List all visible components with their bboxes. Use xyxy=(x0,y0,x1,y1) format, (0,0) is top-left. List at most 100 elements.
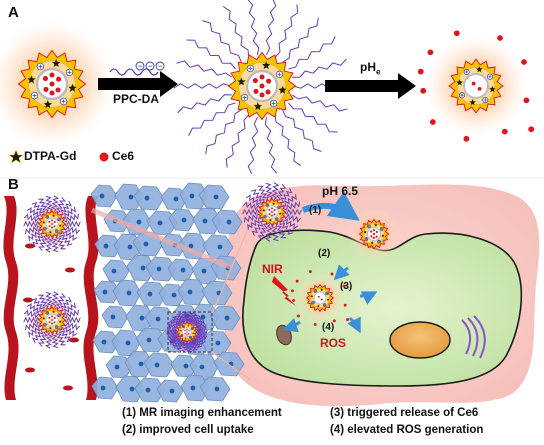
cell-nucleus-mark xyxy=(146,337,152,343)
peg-chain xyxy=(247,0,260,55)
peg-chain xyxy=(59,233,73,247)
cell-nucleus-mark xyxy=(100,385,106,391)
peg-chain xyxy=(250,189,265,203)
cell-nucleus-mark xyxy=(136,219,142,225)
released-ce6-mark xyxy=(453,30,460,37)
rbc-mark xyxy=(23,297,33,303)
peg-chain xyxy=(23,309,41,319)
ph-label: pH 6.5 xyxy=(322,184,359,198)
tumor-tissue xyxy=(90,182,245,403)
gd-star-mark xyxy=(369,240,375,246)
cell-nucleus-mark xyxy=(200,314,206,320)
ce6-mark xyxy=(270,214,274,217)
ce6-mark xyxy=(372,232,376,236)
cell-nucleus-mark xyxy=(224,315,230,321)
nir-label: NIR xyxy=(262,262,283,276)
gd-star-mark xyxy=(373,222,379,228)
peg-chain xyxy=(25,225,41,235)
ce6-mark xyxy=(53,321,56,324)
ce6-mark xyxy=(252,78,258,84)
vessel-wall-left xyxy=(3,196,19,400)
peg-chain xyxy=(63,213,79,223)
rbc-mark xyxy=(63,385,73,391)
step-3-label: (3) xyxy=(340,281,353,292)
peg-chain xyxy=(257,223,269,241)
peg-chain xyxy=(31,201,45,215)
release-arrows xyxy=(282,264,378,334)
peg-chain xyxy=(257,185,269,201)
ce6-mark xyxy=(273,209,276,212)
gd-star-mark xyxy=(309,293,315,299)
peg-chain xyxy=(184,311,194,324)
gd-star-mark xyxy=(252,101,264,112)
released-ce6-mark xyxy=(290,289,294,293)
ce6-mark xyxy=(50,226,54,229)
peg-chain xyxy=(37,235,49,251)
peg-chain xyxy=(37,331,49,347)
peg-chain xyxy=(225,114,250,168)
cell-nucleus-mark xyxy=(102,289,108,295)
arrow-step-1 xyxy=(98,71,178,97)
gd-star-mark xyxy=(186,323,191,328)
ce6-mark xyxy=(48,316,51,319)
gd-star-mark xyxy=(260,59,272,70)
released-ce6-mark xyxy=(497,35,503,41)
peg-chain xyxy=(275,183,287,201)
peg-chain xyxy=(188,312,199,324)
peg-chain xyxy=(23,220,40,228)
ce6-mark xyxy=(268,213,271,216)
peg-chain xyxy=(50,291,60,308)
gd-star-mark xyxy=(325,297,331,302)
ce6-mark xyxy=(273,213,276,216)
cell-nucleus-mark xyxy=(126,290,132,296)
peg-chain xyxy=(188,340,198,351)
blood-vessel xyxy=(3,196,99,400)
arrow-step-2 xyxy=(325,73,416,99)
cell-nucleus-mark xyxy=(125,340,131,346)
cell-nucleus-mark xyxy=(99,193,105,199)
released-ce6-mark xyxy=(330,272,334,276)
peg-chain xyxy=(202,20,242,63)
cell-nucleus-mark xyxy=(199,364,205,370)
gd-star-mark xyxy=(51,309,57,314)
ce6-mark xyxy=(48,225,51,228)
cell-nucleus-mark xyxy=(157,220,163,226)
ce6-mark xyxy=(53,317,56,320)
peg-chain xyxy=(245,194,262,206)
peg-chain xyxy=(26,302,42,314)
cell-nucleus-mark xyxy=(144,195,150,201)
ce6-mark xyxy=(50,222,54,226)
ce6-mark xyxy=(375,230,378,234)
gd-star-mark xyxy=(362,229,368,235)
released-ce6-mark xyxy=(427,49,434,56)
peg-chain xyxy=(45,195,53,212)
peg-chain xyxy=(271,182,280,200)
peg-chain xyxy=(55,197,67,213)
peg-chain xyxy=(291,94,348,112)
capillary-streak xyxy=(91,207,233,271)
peg-chain xyxy=(242,208,260,216)
ce6-mark xyxy=(184,332,186,335)
ce6-mark xyxy=(188,329,190,332)
gd-star-mark xyxy=(47,325,53,331)
ce6-mark xyxy=(184,329,186,332)
ce6-mark xyxy=(186,331,188,333)
svg-text:−: − xyxy=(138,64,142,71)
peg-chain xyxy=(243,213,261,223)
peg-chain xyxy=(62,206,76,219)
peg-chain xyxy=(166,328,179,336)
peg-chain xyxy=(55,331,66,346)
gd-star-mark xyxy=(380,233,386,239)
gd-star-mark xyxy=(468,97,477,107)
ce6-mark xyxy=(186,328,188,331)
cell-nucleus-mark xyxy=(173,196,179,202)
gd-star-mark xyxy=(277,211,283,216)
peg-chain xyxy=(195,323,207,333)
peg-chain xyxy=(63,321,81,331)
cell-nucleus-mark xyxy=(128,194,134,200)
gd-star-mark xyxy=(42,99,54,110)
peg-chain xyxy=(180,311,189,323)
ce6-mark xyxy=(49,81,55,87)
peg-chain xyxy=(176,313,186,324)
ros-label: ROS xyxy=(320,336,347,350)
